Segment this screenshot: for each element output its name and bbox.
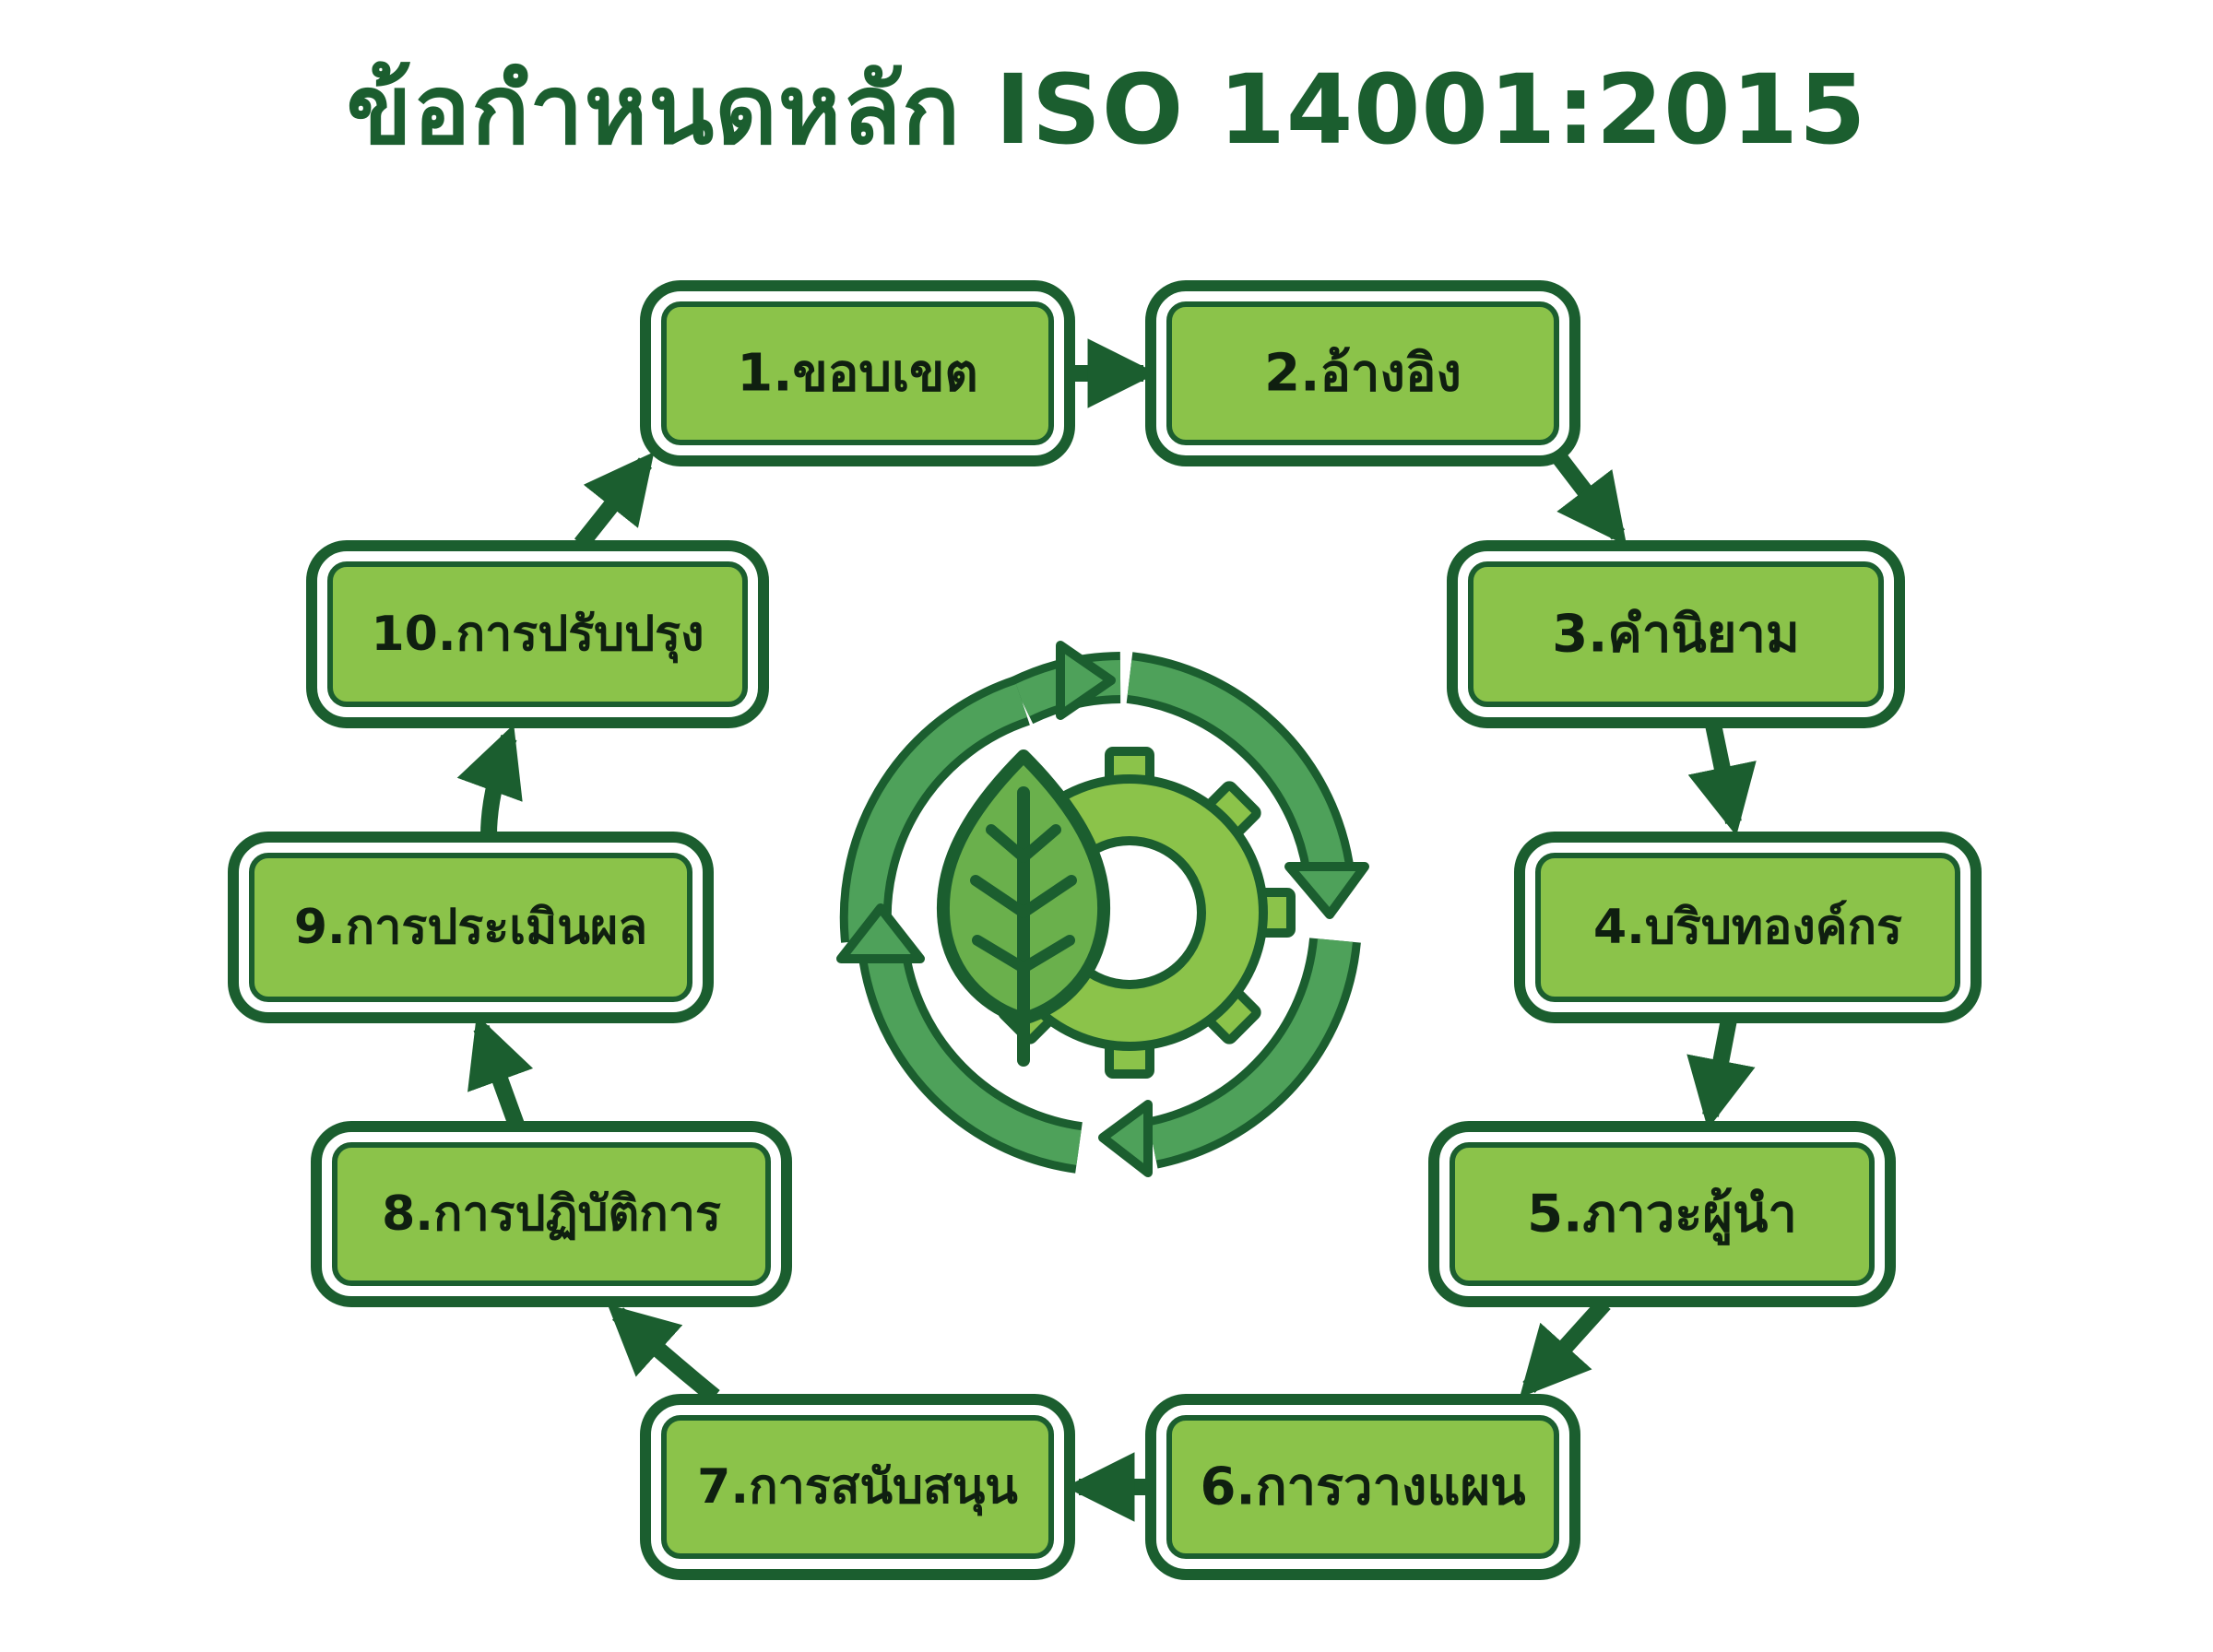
step-box-fill xyxy=(1450,1142,1875,1286)
step-box-fill xyxy=(661,301,1054,445)
step-label-8: 8.การปฏิบัติการ xyxy=(382,1186,721,1242)
arrow-3-to-4 xyxy=(1687,723,1757,836)
step-box-fill xyxy=(249,853,692,1002)
leaf-gear-recycle-icon xyxy=(836,641,1369,1177)
step-label-7: 7.การสนับสนุน xyxy=(697,1459,1018,1516)
leaf-icon xyxy=(936,749,1111,1067)
step-label-6: 6.การวางแผน xyxy=(1200,1457,1525,1517)
step-box-9: 9.การประเมินผล xyxy=(228,832,714,1023)
step-label-1: 1.ขอบเขต xyxy=(737,344,978,404)
step-box-4: 4.บริบทองค์กร xyxy=(1514,832,1982,1023)
step-box-2: 2.อ้างอิง xyxy=(1145,280,1580,466)
arrow-10-to-1 xyxy=(574,452,655,549)
step-box-5: 5.ภาวะผู้นำ xyxy=(1428,1121,1896,1307)
arrow-7-to-8 xyxy=(607,1304,720,1403)
step-label-4: 4.บริบทองค์กร xyxy=(1593,900,1902,955)
step-box-fill xyxy=(1535,853,1960,1002)
step-box-fill xyxy=(1468,561,1884,707)
step-box-fill xyxy=(1166,301,1559,445)
step-box-3: 3.คำนิยาม xyxy=(1447,540,1905,728)
arrow-9-to-10 xyxy=(456,724,523,836)
cycle-arrows xyxy=(456,338,1757,1522)
arrow-4-to-5 xyxy=(1686,1018,1756,1129)
step-box-6: 6.การวางแผน xyxy=(1145,1394,1580,1580)
step-box-fill xyxy=(1166,1415,1559,1559)
recycle-arrows-icon xyxy=(836,641,1369,1177)
step-box-8: 8.การปฏิบัติการ xyxy=(311,1121,792,1307)
step-box-fill xyxy=(327,561,748,707)
step-label-3: 3.คำนิยาม xyxy=(1552,605,1800,665)
step-label-10: 10.การปรับปรุง xyxy=(371,607,704,664)
step-label-5: 5.ภาวะผู้นำ xyxy=(1527,1185,1797,1246)
step-box-10: 10.การปรับปรุง xyxy=(306,540,769,728)
step-box-fill xyxy=(661,1415,1054,1559)
step-box-fill xyxy=(332,1142,771,1286)
arrow-8-to-9 xyxy=(467,1014,534,1128)
step-label-2: 2.อ้างอิง xyxy=(1264,344,1462,404)
step-boxes: 1.ขอบเขต 2.อ้างอิง 3.คำนิยาม 4.บริบทองค์กร 5… xyxy=(228,280,1982,1580)
step-box-1: 1.ขอบเขต xyxy=(640,280,1075,466)
step-label-9: 9.การประเมินผล xyxy=(294,900,647,955)
arrow-5-to-6 xyxy=(1519,1297,1611,1398)
page-title: ข้อกำหนดหลัก ISO 14001:2015 xyxy=(346,53,1867,166)
arrow-2-to-3 xyxy=(1551,451,1627,547)
step-box-7: 7.การสนับสนุน xyxy=(640,1394,1075,1580)
